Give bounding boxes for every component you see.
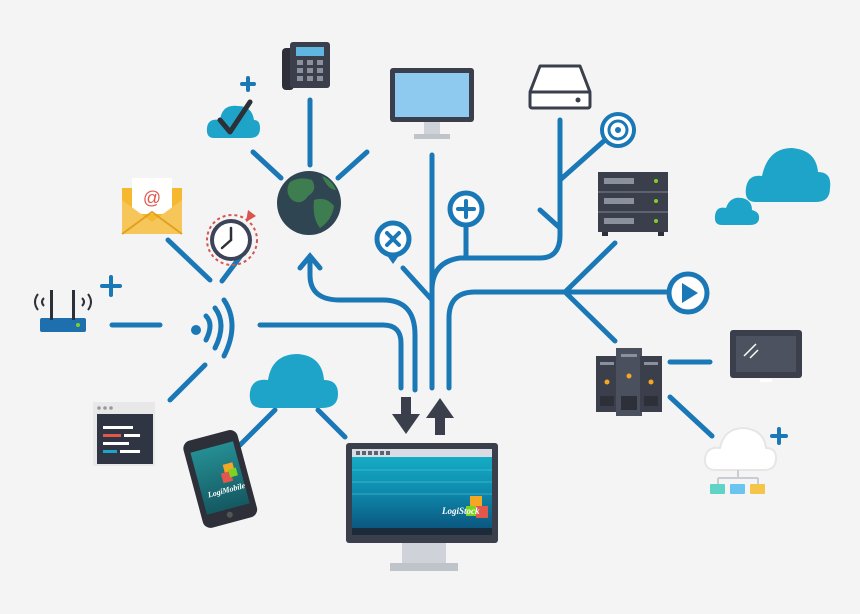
rack-server-icon bbox=[598, 172, 668, 236]
cloud-network-icon bbox=[703, 426, 788, 494]
code-window-icon bbox=[93, 402, 155, 466]
plus-circle-icon bbox=[447, 190, 485, 228]
central-monitor-icon: LogiStock bbox=[346, 443, 498, 571]
server-tower-icon bbox=[596, 348, 662, 416]
clock-sync-icon bbox=[206, 210, 258, 266]
desk-phone-icon bbox=[282, 42, 330, 90]
transfer-arrows-icon bbox=[392, 397, 454, 435]
router-icon bbox=[34, 275, 122, 332]
monitor-brand-label: LogiStock bbox=[441, 506, 480, 516]
target-icon bbox=[600, 112, 636, 148]
connector-lines bbox=[109, 97, 715, 448]
globe-icon bbox=[277, 171, 341, 235]
cloud-icon bbox=[714, 148, 831, 225]
hard-drive-icon bbox=[528, 64, 592, 110]
cloud-icon bbox=[249, 354, 338, 408]
desktop-monitor-icon bbox=[390, 68, 474, 139]
play-button-icon bbox=[666, 271, 710, 315]
smartphone-icon: LogiMobile bbox=[183, 430, 258, 528]
email-icon: @ bbox=[121, 178, 183, 235]
cloud-check-icon bbox=[206, 76, 260, 138]
close-circle-icon bbox=[374, 220, 412, 264]
wifi-icon bbox=[191, 297, 235, 359]
laptop-screen-icon bbox=[730, 330, 802, 382]
svg-text:@: @ bbox=[143, 188, 161, 208]
